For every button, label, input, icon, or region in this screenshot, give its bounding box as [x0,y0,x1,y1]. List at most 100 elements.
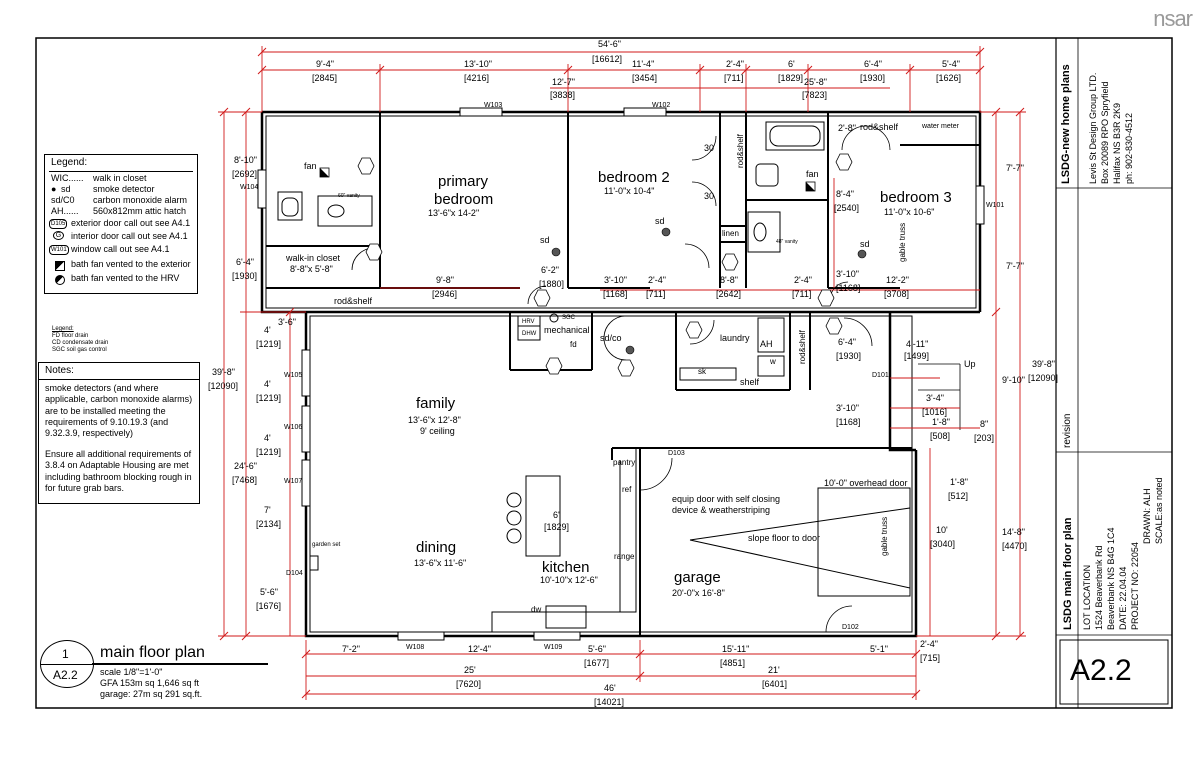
tb-project: LSDG-new home plans [1060,64,1072,184]
dim-int-h: 12'-2" [886,275,909,285]
label-pantry: pantry [613,458,636,467]
window-w108: W108 [406,644,425,651]
plan-title-garage: garage: 27m sq 291 sq.ft. [100,689,203,699]
legend-text-wic: walk in closet [93,173,147,183]
room-primary-line1: primary [438,173,489,190]
label-sd-primary: sd [540,235,550,245]
dim-top-seg2: 13'-10" [464,59,492,69]
label-shelf: shelf [740,377,760,387]
dim-overall-top: 54'-6" [598,39,621,49]
tb-drawing-title: LSDG main floor plan [1062,517,1074,630]
label-island-length-mm: [1829] [544,522,570,532]
dim-int-k: 6'-4" [838,337,856,347]
dim-left-s1-mm: [2692] [232,169,258,179]
dim-bot-seg4: 15'-11" [722,644,750,654]
label-fan-bath: fan [806,169,819,179]
window-w106: W106 [284,424,303,431]
tb-lot: LOT LOCATION [1082,564,1092,630]
legend-box: Legend: WIC...... walk in closet ● sd sm… [44,154,198,294]
plan-title-name: main floor plan [100,644,205,661]
dim-bot-overall: 46' [604,683,616,693]
tb-sheet-number: A2.2 [1070,654,1132,687]
nsar-logo: nsar [1153,6,1193,31]
dim-left-w2-mm: [1219] [256,339,282,349]
tb-revision: revision [1062,413,1073,448]
tb-address1: Box 20089 RPO Spryfield [1100,81,1110,184]
dim-int-g-mm: [1168] [836,283,861,293]
dim-bot-seg6-mm: [715] [920,653,941,663]
dim-right-r10: 1'-8" [950,477,968,487]
dim-bot-seg4-mm: [4851] [720,658,746,668]
legend2-item-fd: FD floor drain [52,333,89,339]
room-family-size: 13'-6"x 12'-8" [408,415,461,425]
dim-right-r8: 1'-8" [932,417,950,427]
dim-bot-seg1: 7'-2" [342,644,360,654]
dim-top-seg4-mm: [711] [724,73,744,83]
dim-int-e-mm: [2642] [716,289,742,299]
dim-left-w4: 4' [264,433,271,443]
dim-right-r5-mm: [3040] [930,539,956,549]
room-bedroom3-name: bedroom 3 [880,189,952,206]
label-gable-truss-bed3: gable truss [898,222,907,262]
dim-bot-seg5: 5'-1" [870,644,888,654]
dim-int-f: 2'-4" [794,275,812,285]
dim-int-k-mm: [1930] [836,351,862,361]
label-overhead-door: 10'-0" overhead door [824,478,908,488]
room-garage-size: 20'-0"x 16'-8" [672,588,725,598]
legend-key-ext-door: D105 [49,219,68,229]
label-water-meter: water meter [922,123,959,130]
dim-left-w4-mm: [1219] [256,447,282,457]
dim-bot-a: 25' [464,665,476,675]
legend-text-window: window call out see A4.1 [71,244,170,254]
room-wic-line2: 8'-8"x 5'-8" [290,264,333,274]
door-d101: D101 [872,372,889,379]
dim-left-s2-mm: [1930] [232,271,258,281]
tb-company: Levis St Design Group LTD. [1088,72,1098,184]
dim-left-s3-mm: [7468] [232,475,258,485]
dim-int-i-mm: [2540] [834,203,860,213]
notes-para1: smoke detectors (and where applicable, c… [45,383,193,438]
legend-text-co: carbon monoxide alarm [93,195,188,205]
dim-left-w2: 4' [264,325,271,335]
room-family-name: family [416,395,456,412]
window-w102: W102 [652,102,671,109]
dim-right-r7: 3'-4" [926,393,944,403]
legend2-item-cd: CD condensate drain [52,340,109,346]
room-wic-line1: walk-in closet [286,253,341,263]
tb-scale: SCALE:as noted [1154,477,1164,544]
room-kitchen-size: 10'-10"x 12'-6" [540,575,598,585]
dim-left-s1: 8'-10" [234,155,257,165]
dim-bot-overall-mm: [14021] [594,697,625,707]
dim-top-mid1: 12'-7" [552,77,575,87]
dim-top-mid1-mm: [3838] [550,90,576,100]
legend2-item-sgc: SGC soil gas control [52,347,107,353]
dim-left-overall-mm: [12090] [208,381,239,391]
legend-key-ah: AH...... [51,206,79,216]
plan-title-bubble: 1 A2.2 [40,640,94,688]
dim-int-h-mm: [3708] [884,289,910,299]
dim-int-b: 6'-2" [541,265,559,275]
dim-int-b-mm: [1880] [539,279,565,289]
dim-top-seg3-mm: [3454] [632,73,658,83]
label-sgc: SGC [562,315,576,321]
label-sd-co: sd/co [600,333,622,343]
door-d102: D102 [842,624,859,631]
dim-int-c: 3'-10" [604,275,627,285]
label-laundry: laundry [720,333,750,343]
label-dhw: DHW [522,331,537,337]
dim-top-mid2: 25'-8" [804,77,827,87]
tb-town: Beaverbank NS B4G 1C4 [1106,527,1116,630]
dim-right-r5: 10' [936,525,948,535]
window-w103: W103 [484,102,503,109]
label-mechanical: mechanical [544,325,590,335]
label-sk: sk [698,367,706,376]
dim-bot-a-mm: [7620] [456,679,482,689]
label-stairs-up: Up [964,359,976,369]
label-ref: ref [622,485,632,494]
window-w107: W107 [284,478,303,485]
label-closet-30a: 30 [704,143,715,153]
dim-int-a-mm: [2946] [432,289,458,299]
dim-int-l: 3'-10" [836,403,859,413]
dim-top-seg5: 6' [788,59,795,69]
dim-left-w3: 4' [264,379,271,389]
